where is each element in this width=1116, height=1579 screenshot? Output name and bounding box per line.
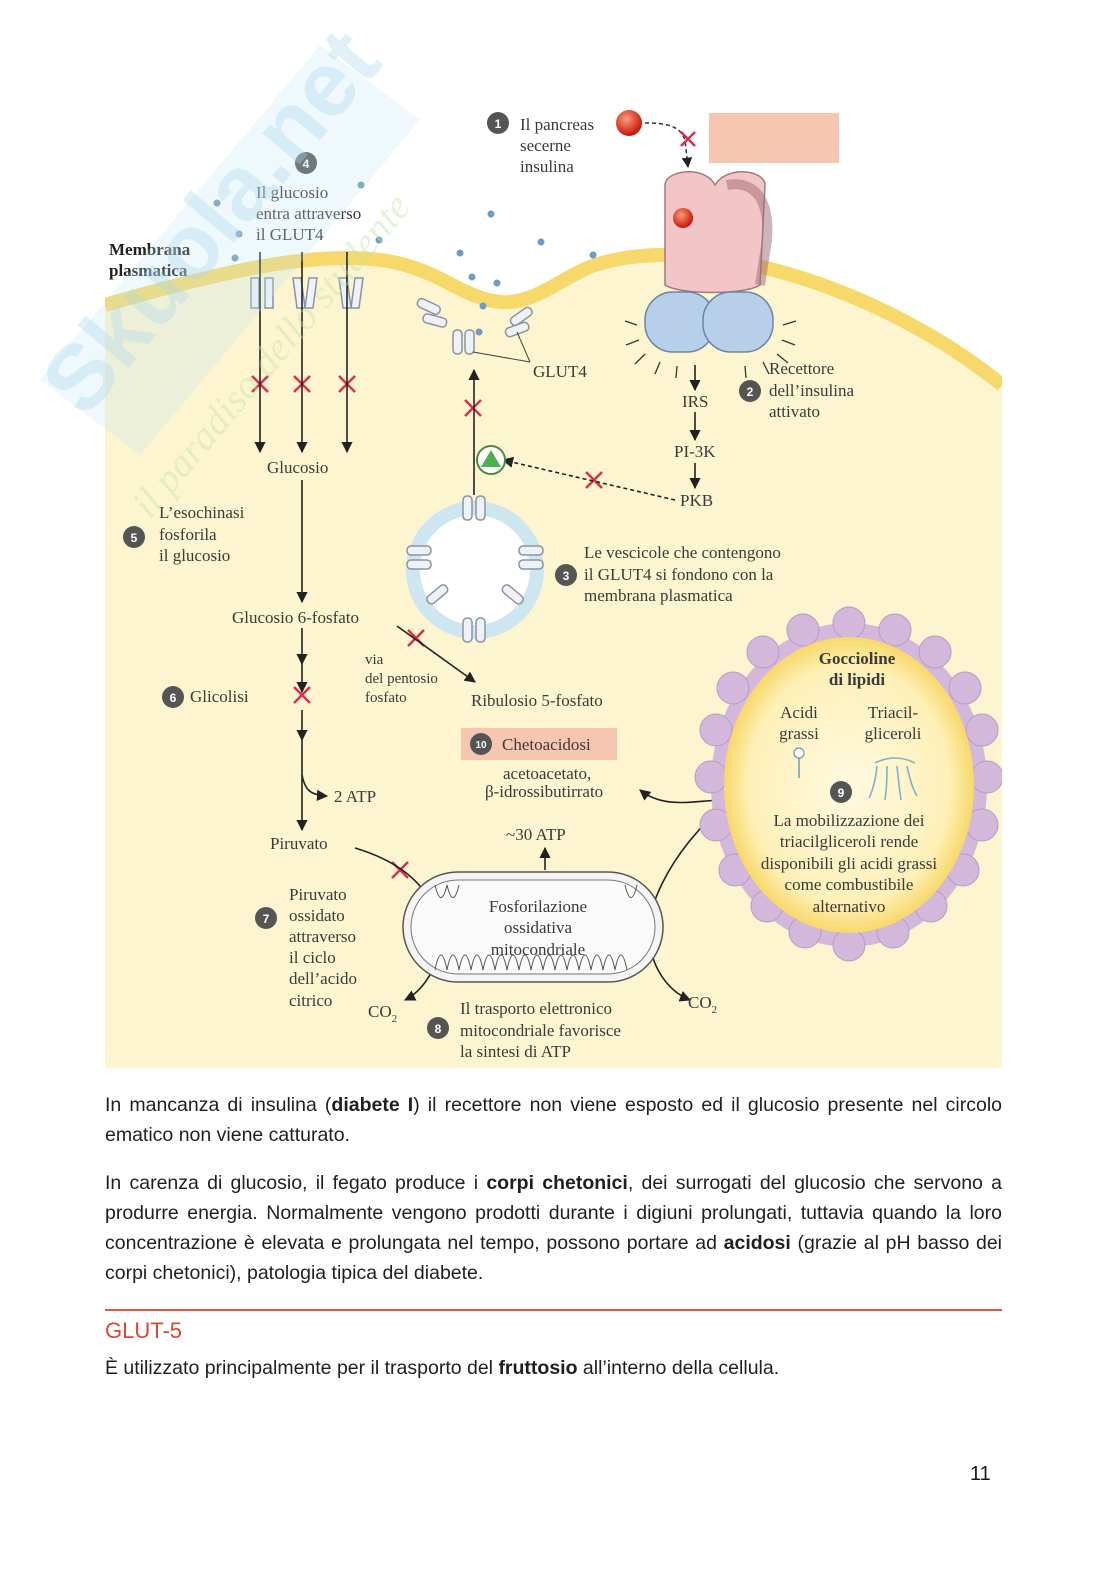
co2-right-label: CO2 [688,993,717,1016]
badge-6: 6 [170,691,177,705]
paragraph-chetonici: In carenza di glucosio, il fegato produc… [105,1172,1002,1284]
ribulose-label: Ribulosio 5-fosfato [471,691,603,710]
step2-line1: Recettore [769,359,834,378]
badge-4: 4 [303,157,310,171]
badge-7: 7 [263,912,270,926]
pentose-line3: fosfato [365,690,407,706]
mitochondrion [402,871,664,983]
glut4-cluster [416,297,533,355]
glut4-membrane [250,277,364,309]
triacil-line1: Triacil- [868,703,919,722]
badge-10: 10 [475,740,487,751]
keto-line2: β-idrossibutirrato [485,782,603,801]
badge-5: 5 [131,531,138,545]
bound-insulin [673,208,693,228]
acidi-line1: Acidi [780,703,818,722]
step1-line3: insulina [520,157,574,176]
insulin-molecule [616,110,642,136]
step2-line2: dell’insulina [769,381,854,400]
atp2-label: 2 ATP [334,787,376,806]
step10-label: Chetoacidosi [502,735,591,754]
step8-line2: mitocondriale favorisce [460,1021,621,1040]
step9-line1: La mobilizzazione dei [773,811,924,830]
step3-line2: il GLUT4 si fondono con la [584,565,774,584]
step9-line2: triacilgliceroli rende [780,832,918,851]
glut4-label: GLUT4 [533,362,587,381]
step5-line2: fosforila [159,525,217,544]
badge-2: 2 [747,385,754,399]
glucose-label: Glucosio [267,458,328,477]
lipid-title-line1: Goccioline [819,649,896,668]
badge-8: 8 [435,1022,442,1036]
page-number: 11 [970,1463,991,1485]
step-badges: 1 2 3 4 5 6 7 8 9 10 [123,112,852,1039]
step5-line3: il glucosio [159,546,230,565]
pi3k-label: PI-3K [674,442,716,461]
badge-1: 1 [495,117,502,131]
step1-line1: Il pancreas [520,115,594,134]
triacil-line2: gliceroli [865,724,922,743]
step4-line1: Il glucosio [256,183,328,202]
step9-line5: alternativo [813,897,886,916]
section-divider [105,1309,1002,1311]
lipid-title-line2: di lipidi [829,670,886,689]
step7-line2: ossidato [289,906,345,925]
step7-line4: il ciclo [289,948,336,967]
step1-line2: secerne [520,136,571,155]
irs-label: IRS [682,392,708,411]
diabetes-insulin-figure: 1 2 3 4 5 6 7 8 9 10 Il pancreas secerne… [105,40,1002,1068]
pyruvate-label: Piruvato [270,834,328,853]
step4-line2: entra attraverso [256,204,361,223]
step3-line3: membrana plasmatica [584,586,733,605]
step7-line1: Piruvato [289,885,347,904]
g6p-label: Glucosio 6-fosfato [232,608,359,627]
membrane-label-line1: Membrana [109,240,191,259]
insulin-receptor [644,171,774,353]
step3-line1: Le vescicole che contengono [584,543,781,562]
section-heading: GLUT-5 [105,1318,183,1343]
step8-line1: Il trasporto elettronico [460,999,612,1018]
badge-3: 3 [563,569,570,583]
step4-line3: il GLUT4 [256,225,324,244]
atp30-label: ~30 ATP [506,825,566,844]
step9-line3: disponibili gli acidi grassi [761,854,937,873]
step7-line3: attraverso [289,927,356,946]
step2-line3: attivato [769,402,820,421]
step6-label: Glicolisi [190,687,249,706]
glut4-vesicle [406,495,544,643]
paragraph-glut5: È utilizzato principalmente per il trasp… [105,1357,780,1379]
badge-9: 9 [838,786,845,800]
acidi-line2: grassi [779,724,819,743]
co2-left-label: CO2 [368,1002,397,1025]
mito-line3: mitocondriale [491,940,585,959]
step7-line5: dell’acido [289,969,357,988]
activation-rays [624,320,797,379]
pkb-label: PKB [680,491,713,510]
pentose-line1: via [365,652,384,668]
triangle-icon [481,450,501,467]
membrane-label-line2: plasmatica [109,261,188,280]
step5-line1: L’esochinasi [159,503,245,522]
defects-box [709,113,839,163]
step9-line4: come combustibile [785,875,914,894]
glucose-molecules [213,181,597,336]
paragraph-diabete: In mancanza di insulina (diabete I) il r… [105,1094,1003,1146]
pentose-line2: del pentosio [365,671,438,687]
mito-line1: Fosforilazione [489,897,587,916]
step7-line6: citrico [289,991,332,1010]
keto-line1: acetoacetato, [503,764,591,783]
mito-line2: ossidativa [504,918,572,937]
step8-line3: la sintesi di ATP [460,1042,571,1061]
